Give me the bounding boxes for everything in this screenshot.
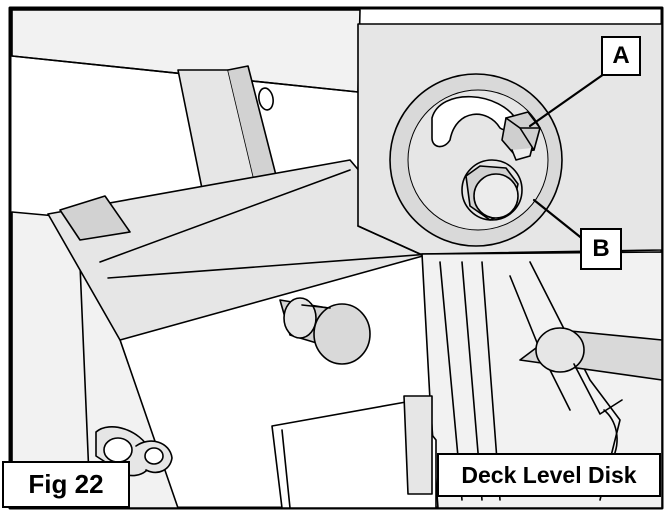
figure-caption: Deck Level Disk (437, 453, 661, 497)
callout-a-label: A (601, 36, 641, 76)
rod-end-cap (314, 304, 370, 364)
lower-flange (404, 396, 432, 494)
figure-number: Fig 22 (2, 461, 130, 508)
callout-b-label: B (580, 228, 622, 270)
